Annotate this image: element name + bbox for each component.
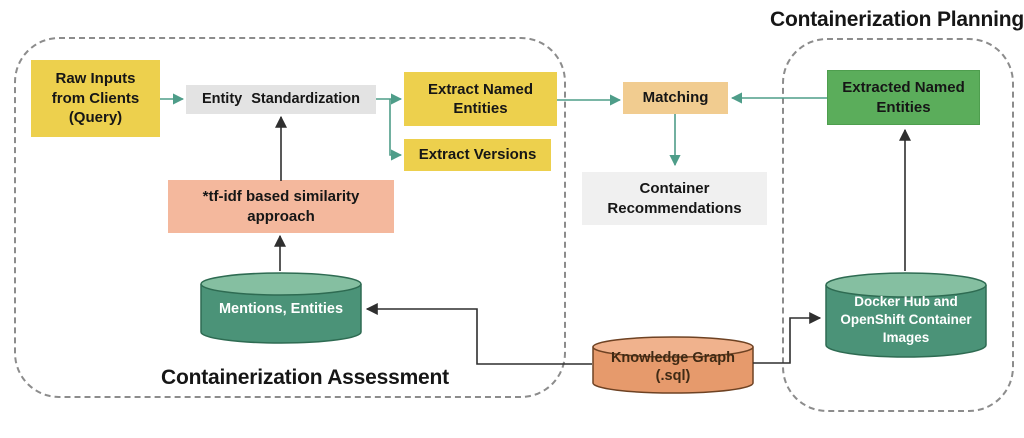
extract-named-entities-node: Extract Named Entities	[404, 72, 557, 126]
raw-inputs-node: Raw Inputs from Clients (Query)	[31, 60, 160, 137]
container-recommendations-node: Container Recommendations	[582, 172, 767, 225]
planning-region-border	[782, 38, 1014, 412]
entity-standardization-node: Entity Standardization	[186, 85, 376, 114]
cylinder-shape-icon	[592, 336, 754, 394]
mentions-entities-label: Mentions, Entities	[218, 301, 344, 317]
docker-hub-datastore: Docker Hub and OpenShift Container Image…	[825, 272, 987, 359]
planning-region-title: Containerization Planning	[770, 8, 1024, 31]
docker-hub-label: Docker Hub and OpenShift Container Image…	[840, 294, 972, 346]
knowledge-graph-datastore: Knowledge Graph (.sql)	[592, 336, 754, 395]
mentions-entities-datastore: Mentions, Entities	[200, 272, 362, 345]
matching-node: Matching	[623, 82, 728, 114]
tfidf-similarity-node: *tf-idf based similarity approach	[168, 180, 394, 233]
assessment-region-title: Containerization Assessment	[161, 366, 449, 389]
cylinder-shape-icon	[825, 272, 987, 358]
knowledge-graph-label: Knowledge Graph (.sql)	[610, 350, 736, 385]
extract-versions-node: Extract Versions	[404, 139, 551, 171]
cylinder-shape-icon	[200, 272, 362, 344]
extracted-named-entities-node: Extracted Named Entities	[827, 70, 980, 125]
assessment-region-border	[14, 37, 566, 398]
